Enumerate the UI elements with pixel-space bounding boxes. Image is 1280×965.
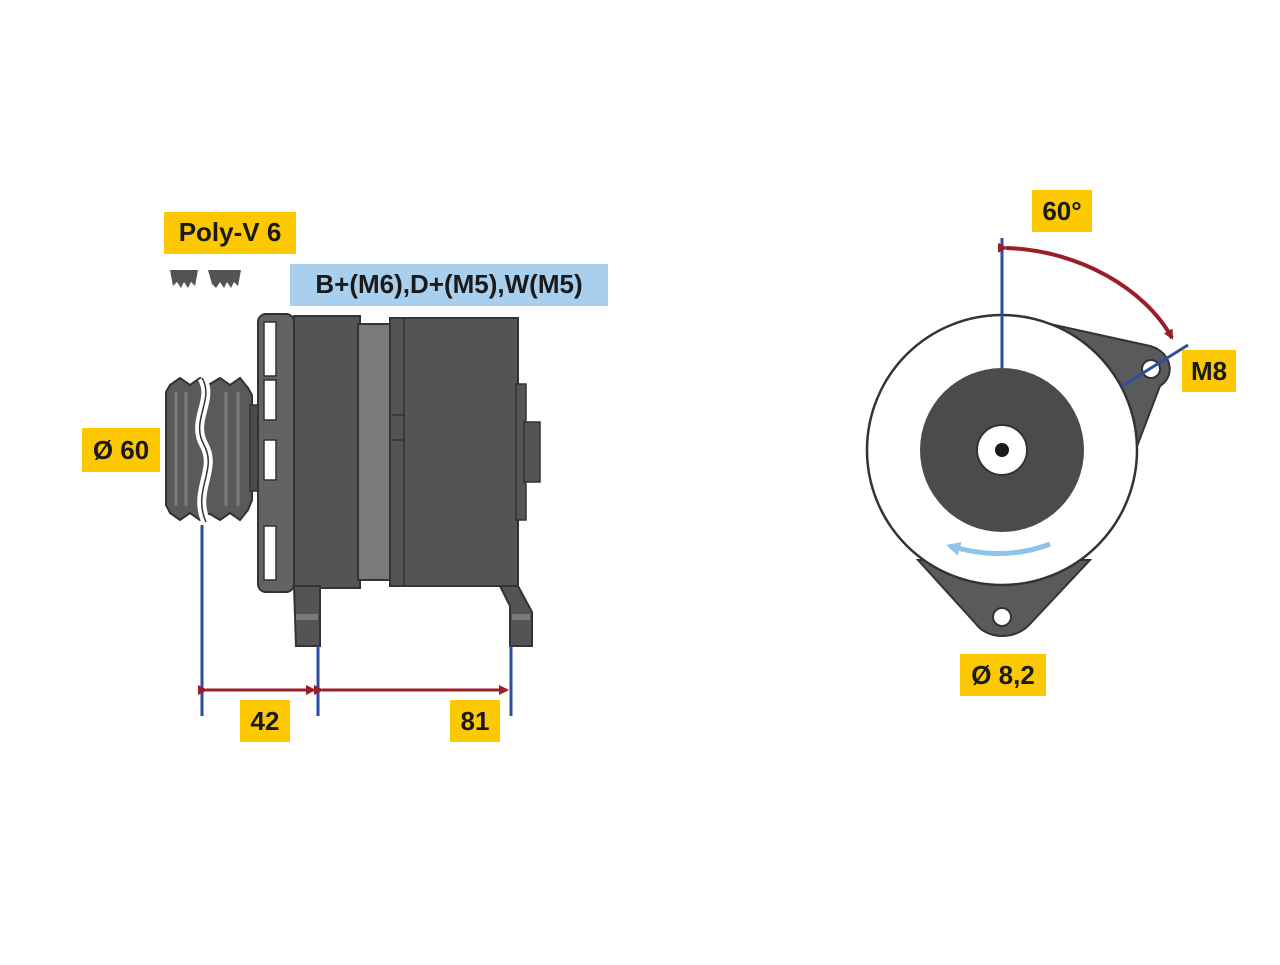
counterclockwise-rotation-arrow-icon (946, 541, 1051, 557)
pulley-diameter-label: Ø 60 (82, 428, 160, 472)
angle-arc (997, 242, 1174, 340)
pulley (165, 375, 265, 524)
svg-text:B+(M6),D+(M5),W(M5): B+(M6),D+(M5),W(M5) (315, 269, 582, 299)
front-fan (257, 313, 295, 593)
angle-label: 60° (1032, 190, 1092, 232)
svg-text:42: 42 (251, 706, 280, 736)
svg-text:Poly-V 6: Poly-V 6 (179, 217, 282, 247)
mount-thread-label: M8 (1182, 350, 1236, 392)
dimension-lines (198, 525, 513, 716)
svg-text:81: 81 (461, 706, 490, 736)
dim-42-label: 42 (240, 700, 290, 742)
svg-text:Ø 8,2: Ø 8,2 (971, 660, 1035, 690)
poly-v-belt-profile-icon (170, 270, 241, 288)
terminals-label: B+(M6),D+(M5),W(M5) (290, 264, 608, 306)
side-view: Poly-V 6 B+(M6),D+(M5),W(M5) Ø 60 42 81 (82, 212, 608, 742)
alternator-housing (292, 315, 541, 647)
belt-label: Poly-V 6 (164, 212, 296, 254)
svg-text:M8: M8 (1191, 356, 1227, 386)
front-view: 60° M8 Ø 8,2 (865, 190, 1236, 696)
mount-hole-label: Ø 8,2 (960, 654, 1046, 696)
svg-text:60°: 60° (1042, 196, 1081, 226)
svg-text:Ø 60: Ø 60 (93, 435, 149, 465)
dim-81-label: 81 (450, 700, 500, 742)
